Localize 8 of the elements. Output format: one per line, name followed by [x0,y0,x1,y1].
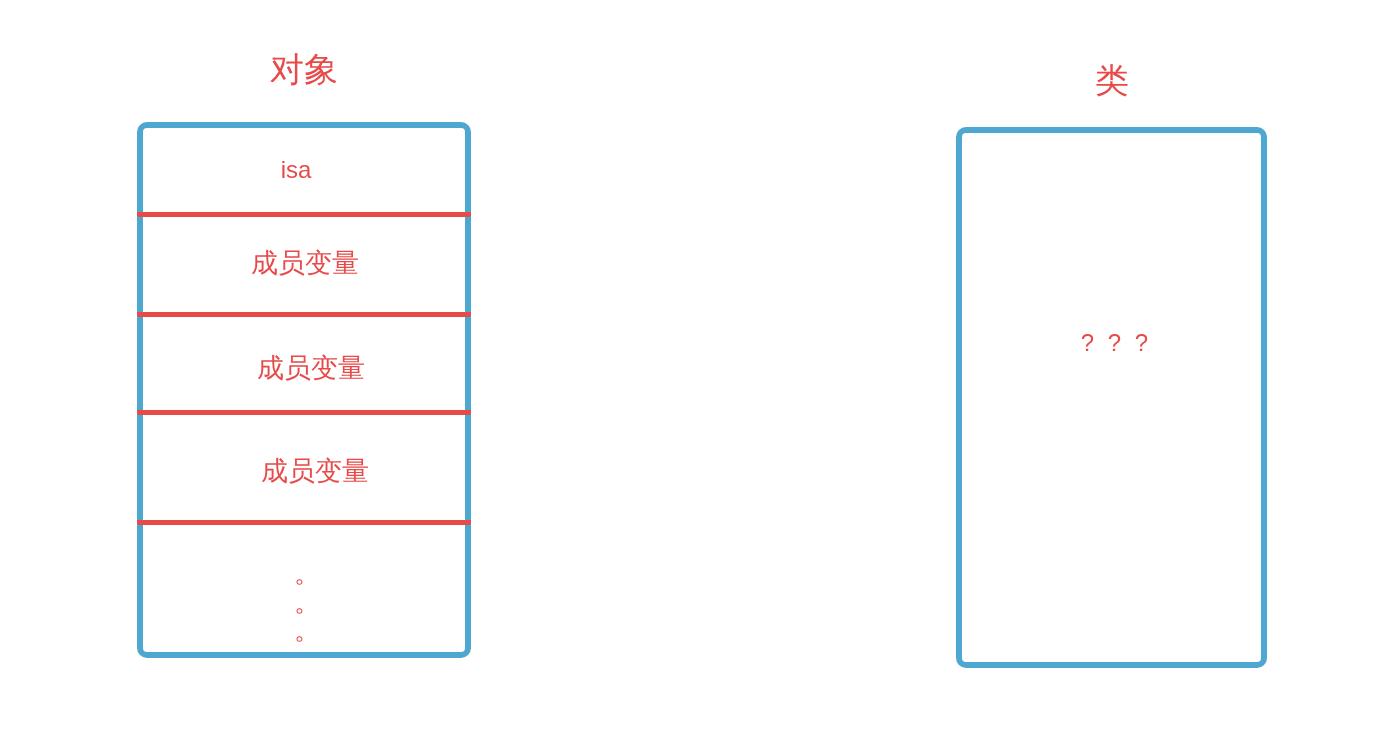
box-heading: 对象 [270,49,338,90]
placeholder-text: ? ? ? [1080,329,1149,356]
box-heading: 类 [1094,60,1129,101]
slot-label: 成员变量 [261,457,369,487]
slot-label: isa [280,156,312,183]
slot-label: 成员变量 [257,354,365,384]
ellipsis-text: 。。。 [294,559,320,646]
slot-label: 成员变量 [251,249,359,279]
